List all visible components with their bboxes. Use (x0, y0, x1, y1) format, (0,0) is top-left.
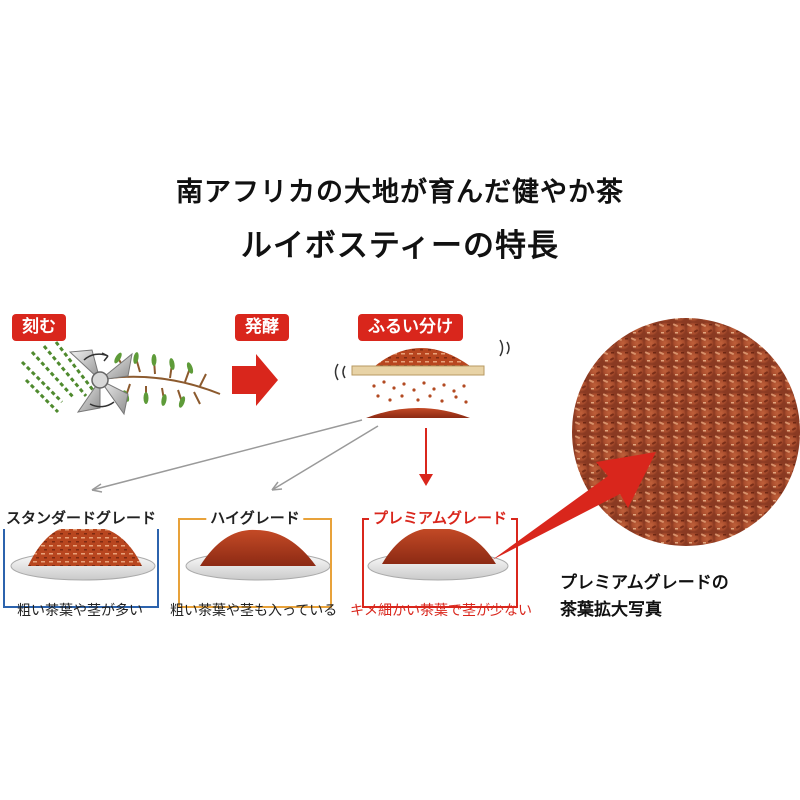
grade-desc-premium: キメ細かい茶葉で茎が少ない (350, 600, 526, 620)
grade-title-high: ハイグレード (206, 507, 303, 529)
step-label-ferment: 発酵 (235, 314, 289, 341)
step-label-sift: ふるい分け (358, 314, 463, 341)
arrow-down-icon (419, 428, 433, 486)
arrow-right-icon (232, 354, 278, 406)
cutting-illustration (22, 342, 220, 414)
zoom-photo (492, 318, 800, 560)
grade-box-standard: スタンダードグレード (3, 518, 159, 608)
step-label-chop: 刻む (12, 314, 66, 341)
sieve-illustration (336, 340, 510, 418)
zoom-caption-line2: 茶葉拡大写真 (560, 595, 662, 620)
grade-desc-high: 粗い茶葉や茎も入っている (170, 600, 336, 620)
grade-desc-standard: 粗い茶葉や茎が多い (3, 600, 157, 620)
grade-box-high: ハイグレード (178, 518, 332, 608)
blade-icon (70, 350, 132, 414)
zoom-caption-line1: プレミアムグレードの (560, 568, 729, 593)
grade-title-premium: プレミアムグレード (369, 507, 511, 529)
grade-title-standard: スタンダードグレード (2, 507, 160, 529)
grade-branch-arrows (92, 420, 378, 492)
grade-box-premium: プレミアムグレード (362, 518, 518, 608)
